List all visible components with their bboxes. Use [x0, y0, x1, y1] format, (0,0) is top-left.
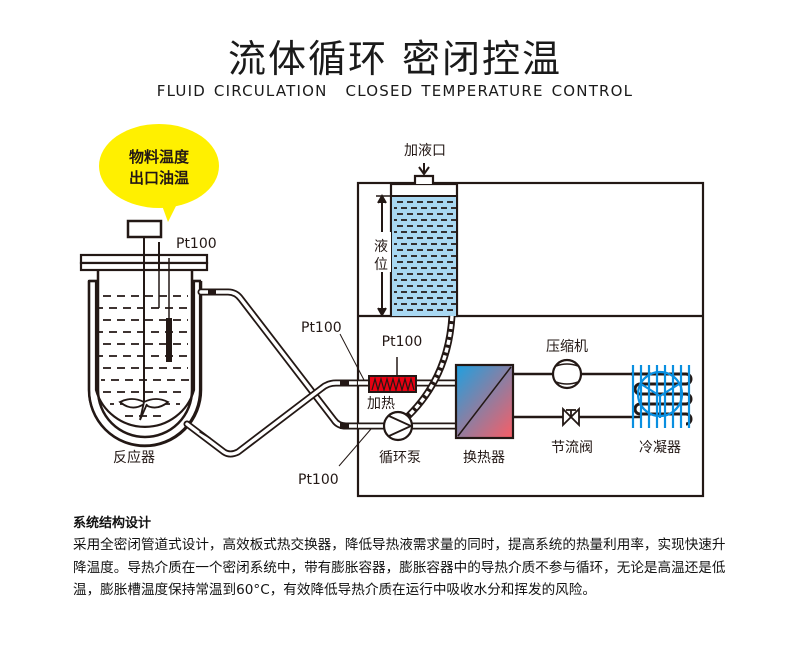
- system-diagram: 物料温度 出口油温: [79, 124, 705, 498]
- label-outlet-pt100-upper: Pt100: [301, 320, 342, 336]
- description-body: 采用全密闭管道式设计，高效板式热交换器，降低导热液需求量的同时，提高系统的热量利…: [73, 537, 726, 598]
- description-title: 系统结构设计: [73, 516, 152, 531]
- label-outlet-pt100-lower: Pt100: [298, 472, 339, 488]
- heat-exchanger-icon: [454, 363, 515, 440]
- subtitle-fluid-circulation: FLUID CIRCULATION: [156, 82, 328, 100]
- page-title: 流体循环 密闭控温: [227, 37, 563, 81]
- circulation-pipes: [183, 288, 364, 458]
- temperature-probe: [166, 318, 172, 362]
- heater: [368, 357, 417, 393]
- label-reactor: 反应器: [113, 449, 155, 466]
- subtitle-closed-temp-control: CLOSED TEMPERATURE CONTROL: [345, 82, 634, 100]
- label-fill-port: 加液口: [404, 143, 446, 159]
- callout-line-1: 物料温度: [129, 148, 190, 166]
- circulation-pump-icon: [382, 410, 414, 442]
- label-throttle-valve: 节流阀: [551, 440, 593, 456]
- chiller-unit: [356, 163, 705, 498]
- label-reactor-pt100: Pt100: [176, 236, 217, 252]
- description-section: 系统结构设计 采用全密闭管道式设计，高效板式热交换器，降低导热液需求量的同时，提…: [73, 512, 733, 602]
- label-condenser: 冷凝器: [639, 440, 681, 456]
- label-pump: 循环泵: [379, 450, 421, 466]
- label-compressor: 压缩机: [546, 339, 588, 355]
- compressor-icon: [551, 358, 583, 390]
- throttle-valve-icon: [562, 406, 580, 428]
- label-heater: 加热: [367, 396, 395, 412]
- motor-box: [126, 219, 163, 239]
- condenser-icon: [631, 365, 693, 428]
- callout-bubble: 物料温度 出口油温: [99, 124, 219, 222]
- tank-liquid-dashes: [394, 201, 456, 311]
- reactor: [79, 219, 209, 448]
- label-heater-pt100: Pt100: [382, 334, 423, 350]
- leader-line-lower: [338, 428, 372, 467]
- label-level-1: 液: [374, 239, 388, 255]
- label-heat-exchanger: 换热器: [463, 449, 505, 466]
- callout-line-2: 出口油温: [129, 169, 189, 187]
- fill-port: [413, 174, 435, 184]
- label-level-2: 位: [374, 257, 388, 273]
- leader-line-upper: [339, 333, 365, 381]
- reactor-liquid: [99, 295, 190, 417]
- fill-arrow-icon: [418, 163, 430, 176]
- page-subtitle: FLUID CIRCULATION CLOSED TEMPERATURE CONT…: [0, 82, 790, 100]
